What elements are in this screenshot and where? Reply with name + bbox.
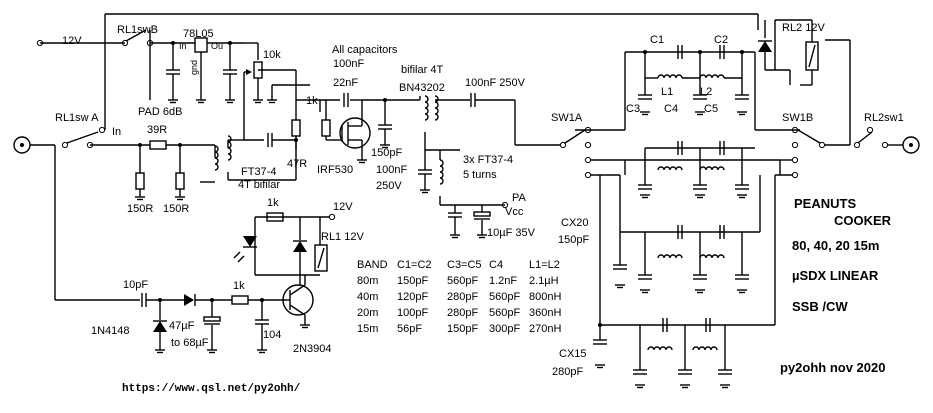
label-1n4148: 1N4148 [91, 325, 130, 337]
table-cell: 15m [357, 323, 378, 335]
labels: 12V RL1swB 78L05 In gnd Ou 10k All capac… [55, 22, 904, 395]
label-ft37-3x: 3x FT37-4 [463, 154, 513, 166]
label-c-10pf: 10pF [123, 279, 148, 291]
label-r150-b: 150R [163, 203, 189, 215]
label-cx20-value: 150pF [558, 234, 589, 246]
label-pot-10k: 10k [263, 49, 281, 61]
label-sw1b: SW1B [782, 112, 813, 124]
label-reg-gnd: gnd [189, 60, 199, 75]
label-rl2: RL2 12V [782, 22, 825, 34]
label-cx15: CX15 [559, 348, 587, 360]
title-peanuts: PEANUTS [794, 196, 856, 211]
label-ft37-4: FT37-4 [241, 166, 276, 178]
label-pad-6db: PAD 6dB [138, 106, 182, 118]
label-l1: L1 [661, 86, 673, 98]
table-cell: 150pF [447, 323, 478, 335]
label-r1k-gate: 1k [306, 95, 318, 107]
label-250v: 250V [376, 180, 402, 192]
table-cell: 270nH [529, 323, 561, 335]
label-rl1swb: RL1swB [117, 24, 158, 36]
table-cell: 1.2nF [489, 275, 517, 287]
label-c2: C2 [714, 34, 728, 46]
label-in: In [112, 126, 121, 138]
label-12v-in: 12V [62, 35, 82, 47]
label-r1k-led: 1k [267, 197, 279, 209]
table-cell: 56pF [397, 323, 422, 335]
label-rl2sw1: RL2sw1 [864, 112, 904, 124]
label-rl1: RL1 12V [321, 231, 364, 243]
filter-bank [559, 14, 920, 389]
label-c-100nf: 100nF [376, 164, 407, 176]
label-bifilar-4t: bifilar 4T [401, 64, 443, 76]
label-c-47uf: 47µF [169, 320, 195, 332]
label-r39: 39R [147, 124, 167, 136]
label-pa: PA [512, 192, 527, 204]
label-cx15-value: 280pF [552, 366, 583, 378]
label-4t-bifilar: 4T bifilar [238, 179, 280, 191]
label-cx20: CX20 [561, 217, 589, 229]
label-reg-in: In [179, 41, 187, 51]
label-vcc: Vcc [505, 206, 524, 218]
label-c-104: 104 [263, 329, 281, 341]
label-c4: C4 [664, 103, 678, 115]
table-cell: 300pF [489, 323, 520, 335]
label-all-capacitors: All capacitors [332, 44, 398, 56]
table-cell: 120pF [397, 291, 428, 303]
label-c5: C5 [704, 103, 718, 115]
table-cell: 80m [357, 275, 378, 287]
label-2n3904: 2N3904 [293, 343, 332, 355]
table-header: C1=C2 [397, 259, 432, 271]
label-reg-out: Ou [211, 41, 223, 51]
input-pad [13, 126, 297, 300]
label-c-150pf: 150pF [371, 147, 402, 159]
table-cell: 20m [357, 307, 378, 319]
label-bn43202: BN43202 [399, 82, 445, 94]
label-all-cap-value: 100nF [333, 58, 364, 70]
table-cell: 800nH [529, 291, 561, 303]
label-irf530: IRF530 [317, 164, 353, 176]
table-header: C4 [489, 259, 503, 271]
label-r1k-base: 1k [233, 280, 245, 292]
relay-driver [55, 212, 336, 354]
table-cell: 560pF [489, 307, 520, 319]
table-cell: 40m [357, 291, 378, 303]
table-cell: 2.1µH [529, 275, 559, 287]
label-r150-a: 150R [127, 203, 153, 215]
table-cell: 150pF [397, 275, 428, 287]
top-supply [36, 13, 758, 140]
label-12v-relay: 12V [333, 201, 353, 213]
title-cooker: COOKER [834, 213, 892, 228]
label-c-68uf: to 68µF [171, 337, 209, 349]
table-cell: 280pF [447, 307, 478, 319]
table-cell: 100pF [397, 307, 428, 319]
table-header: BAND [357, 259, 388, 271]
table-header: L1=L2 [529, 259, 560, 271]
table-cell: 280pF [447, 291, 478, 303]
table-cell: 560pF [447, 275, 478, 287]
label-c1: C1 [650, 34, 664, 46]
label-regulator: 78L05 [183, 28, 214, 40]
table-cell: 360nH [529, 307, 561, 319]
label-l2: L2 [700, 86, 712, 98]
label-signature: py2ohh nov 2020 [780, 360, 885, 375]
label-5-turns: 5 turns [463, 169, 497, 181]
label-c-10uf: 10µF 35V [487, 227, 536, 239]
title-bands: 80, 40, 20 15m [792, 238, 879, 253]
label-url: https://www.qsl.net/py2ohh/ [122, 383, 301, 395]
title-ssb-cw: SSB /CW [792, 299, 848, 314]
label-sw1a: SW1A [551, 112, 583, 124]
label-r47: 47R [287, 158, 307, 170]
label-c-22nf: 22nF [333, 77, 358, 89]
title-usdx: µSDX LINEAR [792, 268, 879, 283]
bias-and-mosfet [244, 90, 560, 239]
label-c-100nf-250v: 100nF 250V [465, 77, 526, 89]
table-header: C3=C5 [447, 259, 482, 271]
component-table: BAND C1=C2 C3=C5 C4 L1=L2 80m 150pF 560pF 1.2nF 2… [357, 259, 561, 335]
label-c3: C3 [626, 103, 640, 115]
table-cell: 560pF [489, 291, 520, 303]
label-rl1swa: RL1sw A [55, 112, 99, 124]
